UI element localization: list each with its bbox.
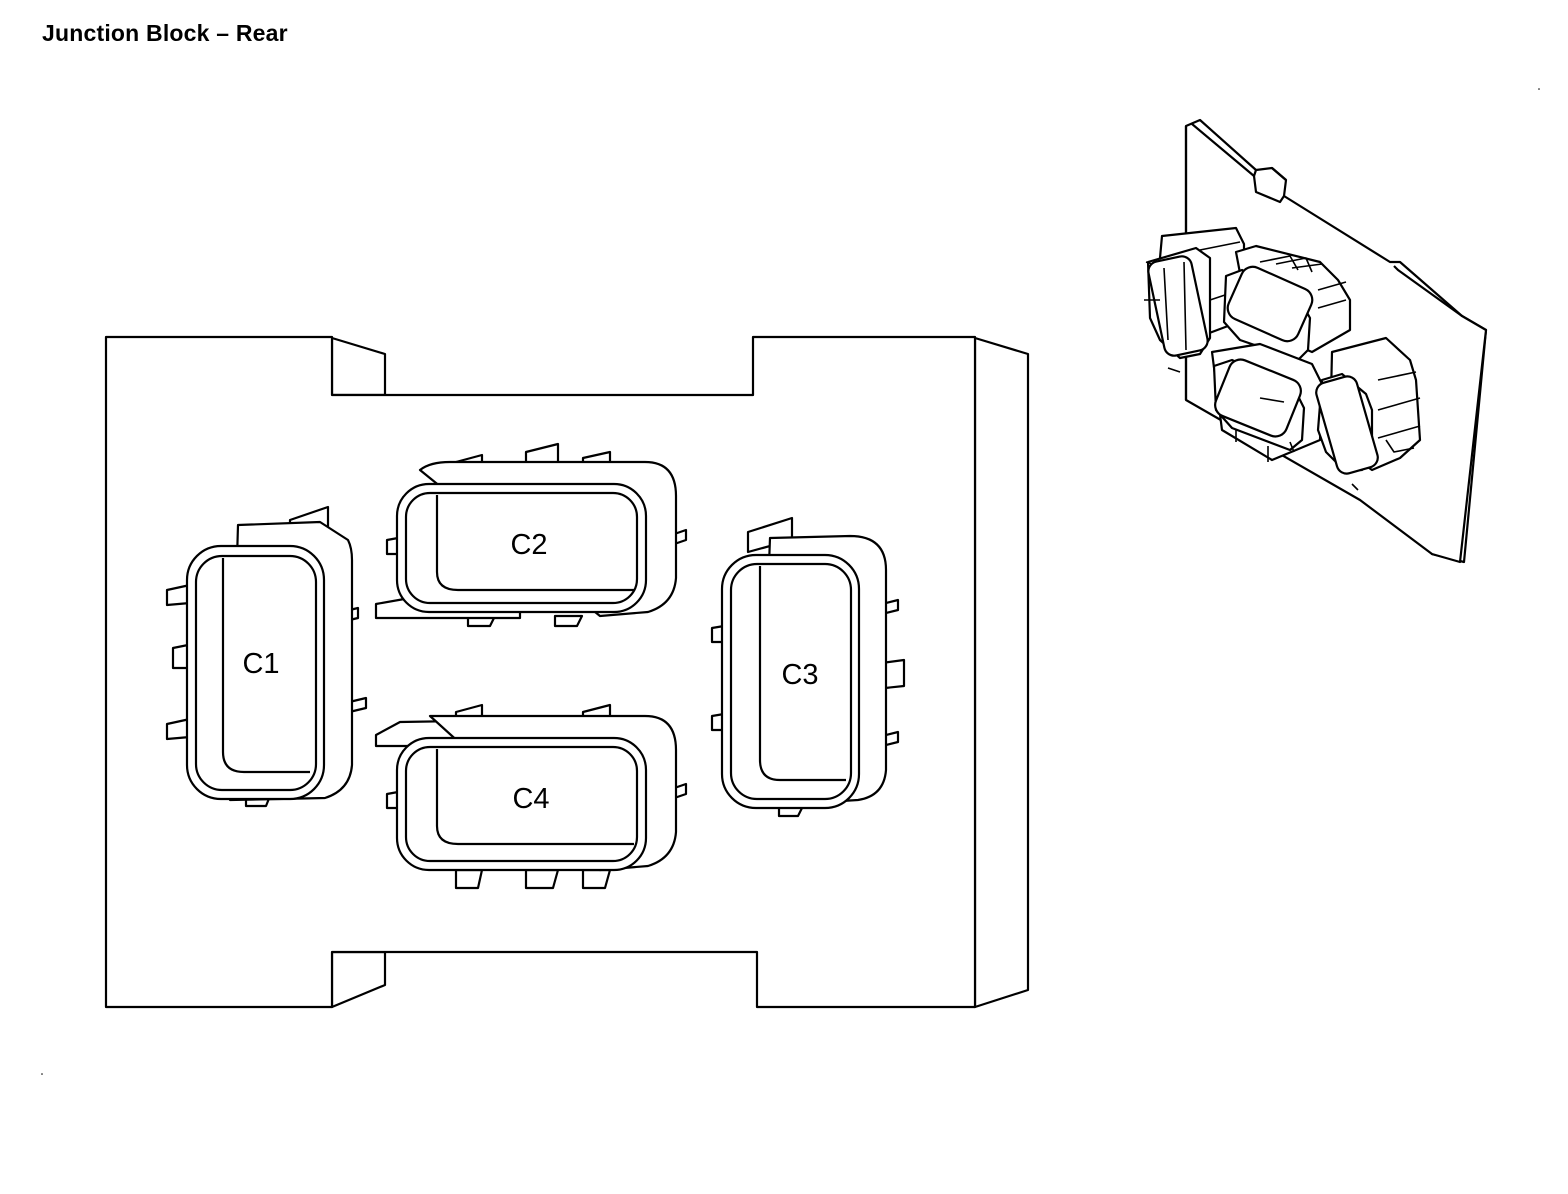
connector-c3 (710, 516, 906, 818)
junction-block-body (104, 335, 1030, 1009)
diagram-title: Junction Block – Rear (42, 20, 288, 46)
connector-c2 (374, 442, 688, 628)
connector-c2-label: C2 (510, 529, 547, 561)
junction-block-iso-view (1144, 118, 1488, 564)
connector-c4 (374, 703, 688, 890)
connector-c4-label: C4 (512, 783, 549, 815)
connector-c1-label: C1 (242, 648, 279, 680)
connector-c3-label: C3 (781, 659, 818, 691)
connector-c1 (165, 505, 368, 808)
